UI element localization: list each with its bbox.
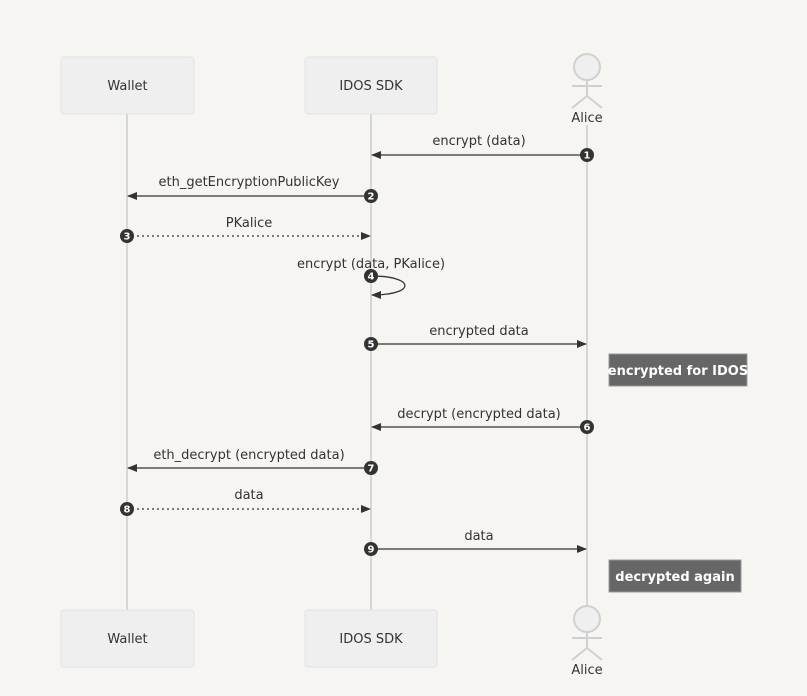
sequence-number: 8 xyxy=(124,505,131,516)
participant-label: Wallet xyxy=(107,632,147,647)
sequence-number: 5 xyxy=(368,340,375,351)
message-label: encrypt (data) xyxy=(432,134,525,149)
participant-label: IDOS SDK xyxy=(339,632,403,647)
message-label: encrypt (data, PKalice) xyxy=(297,257,445,272)
sequence-number: 1 xyxy=(584,151,591,162)
note-decrypted-again: decrypted again xyxy=(608,559,742,593)
actor-alice-bottom: Alice xyxy=(571,605,603,678)
note-text: encrypted for IDOS xyxy=(608,364,748,379)
sequence-number: 4 xyxy=(368,272,375,283)
message-7: eth_decrypt (encrypted data) 7 xyxy=(127,448,378,475)
participant-label: Wallet xyxy=(107,79,147,94)
message-label: data xyxy=(464,529,493,544)
participant-idos-sdk-top: IDOS SDK xyxy=(304,56,438,115)
actor-alice-top: Alice xyxy=(571,53,603,126)
stick-figure-icon xyxy=(571,53,603,109)
message-3: PKalice 3 xyxy=(120,216,371,243)
sequence-number: 9 xyxy=(368,545,375,556)
sequence-number: 3 xyxy=(124,232,131,243)
message-2: eth_getEncryptionPublicKey 2 xyxy=(127,175,378,203)
participant-label: Alice xyxy=(571,111,602,126)
message-label: eth_decrypt (encrypted data) xyxy=(153,448,344,463)
message-label: eth_getEncryptionPublicKey xyxy=(158,175,339,190)
message-4: encrypt (data, PKalice) 4 xyxy=(297,257,445,299)
message-1: encrypt (data) 1 xyxy=(371,134,594,162)
message-6: decrypt (encrypted data) 6 xyxy=(371,407,594,434)
note-encrypted-for-idos: encrypted for IDOS xyxy=(608,353,748,387)
message-label: encrypted data xyxy=(429,324,528,339)
message-5: encrypted data 5 xyxy=(364,324,587,351)
message-label: decrypt (encrypted data) xyxy=(397,407,561,422)
participant-wallet-bottom: Wallet xyxy=(60,609,195,668)
message-label: data xyxy=(234,488,263,503)
note-text: decrypted again xyxy=(615,570,734,585)
participant-label: IDOS SDK xyxy=(339,79,403,94)
message-9: data 9 xyxy=(364,529,587,556)
participant-wallet-top: Wallet xyxy=(60,56,195,115)
sequence-number: 7 xyxy=(368,464,375,475)
participant-idos-sdk-bottom: IDOS SDK xyxy=(304,609,438,668)
message-8: data 8 xyxy=(120,488,371,516)
sequence-number: 2 xyxy=(368,192,375,203)
stick-figure-icon xyxy=(571,605,603,661)
sequence-number: 6 xyxy=(584,423,591,434)
message-label: PKalice xyxy=(226,216,272,231)
participant-label: Alice xyxy=(571,663,602,678)
